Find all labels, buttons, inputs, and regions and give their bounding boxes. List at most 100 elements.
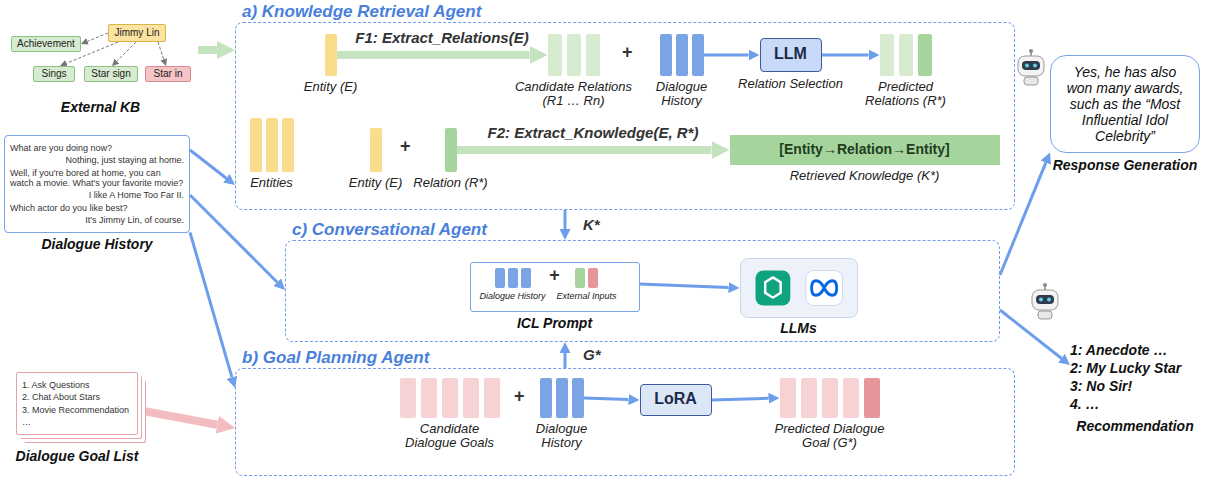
model-box: LLMRelation Selection	[760, 38, 822, 72]
connector-arrow	[1000, 163, 1046, 275]
embedding-bar	[880, 34, 894, 76]
caption-label: External KB	[61, 99, 140, 115]
caption-label: Predicted Dialogue Goal (G*)	[770, 422, 890, 452]
connector-arrow	[704, 54, 749, 57]
caption-label: ICL Prompt	[517, 315, 592, 331]
caption-label: Retrieved Knowledge (K*)	[790, 169, 940, 184]
embedding-bar	[822, 378, 838, 418]
node-label: [Entity→Relation→Entity]	[779, 141, 949, 157]
node-label: LoRA	[654, 390, 697, 408]
caption-label: Relation (R*)	[413, 176, 487, 191]
embedding-bar	[484, 378, 500, 418]
logo-tile	[755, 270, 790, 305]
plus-sign: +	[622, 42, 633, 63]
embedding-bar	[266, 118, 278, 172]
embedding-bar	[250, 118, 262, 172]
caption-label: LLMs	[780, 320, 817, 336]
embedding-bar	[325, 34, 337, 76]
caption-label: Entity (E)	[304, 80, 357, 95]
node-label: Sings	[41, 68, 66, 80]
embedding-bar	[445, 128, 457, 172]
node-label: Which actor do you like best?	[10, 203, 184, 213]
node-label: Yes, he has also won many awards, such a…	[1059, 64, 1191, 144]
embedding-bar	[495, 268, 505, 288]
embedding-bars: Predicted Dialogue Goal (G*)	[780, 378, 880, 418]
node-label: LLM	[774, 45, 807, 63]
embedding-bars: Dialogue History	[660, 34, 704, 76]
prompt-box: Dialogue History+External InputsICL Prom…	[470, 262, 640, 312]
cylinder-rim	[4, 14, 197, 23]
node-label: Well, if you're bored at home, you can w…	[10, 168, 184, 189]
caption-label: Entities	[250, 176, 293, 191]
connector-arrow	[87, 33, 108, 41]
caption-label: Dialogue History	[522, 422, 602, 452]
embedding-bar	[843, 378, 859, 418]
embedding-bar	[660, 34, 672, 76]
caption-label: Entity (E)	[349, 176, 402, 191]
plus-sign: +	[400, 136, 411, 157]
embedding-bars: Predicted Relations (R*)	[880, 34, 932, 76]
caption-label: Candidate Dialogue Goals	[400, 422, 500, 452]
connector-arrow	[190, 232, 232, 377]
edge-label: G*	[583, 346, 601, 363]
node-label: …	[22, 417, 31, 427]
node-label: 3. Movie Recommendation	[22, 405, 129, 415]
logo-mark	[811, 280, 836, 295]
embedding-bar	[567, 34, 581, 76]
entity-box: Star sign	[84, 66, 138, 82]
inner-label: +	[543, 265, 567, 286]
entity-box: Star in	[145, 66, 191, 82]
entity-box: Sings	[33, 66, 75, 82]
llm-box: LLMs	[740, 258, 858, 318]
region-title: c) Conversational Agent	[292, 220, 487, 240]
connector-arrow	[138, 410, 217, 425]
node-label: 2. Chat About Stars	[22, 392, 100, 402]
node-label: Achievement	[17, 38, 75, 50]
node-label: 4. …	[1070, 396, 1100, 412]
connector-arrow	[640, 284, 729, 288]
embedding-bar	[556, 378, 568, 418]
embedding-bar	[282, 118, 294, 172]
logo-tile	[805, 270, 842, 305]
embedding-bar	[588, 268, 598, 288]
dialogue-panel: What are you doing now?Nothing, just sta…	[4, 135, 190, 233]
embedding-bars: Relation (R*)	[445, 128, 457, 172]
embedding-bar	[421, 378, 437, 418]
embedding-bar	[572, 378, 584, 418]
connector-arrow	[564, 210, 567, 229]
plus-sign: +	[514, 386, 525, 407]
embedding-bar	[918, 34, 932, 76]
entity-box: Jimmy Lin	[108, 24, 166, 42]
caption-label: Dialogue Goal List	[16, 448, 139, 464]
robot-icon	[1032, 283, 1058, 319]
caption-label: Dialogue History	[41, 236, 152, 252]
node-label: 2: My Lucky Star	[1070, 360, 1181, 376]
edge-label: K*	[583, 216, 600, 233]
robot-icon	[1018, 49, 1044, 85]
model-logos	[741, 259, 857, 317]
connector-arrow	[712, 398, 769, 400]
entity-box: Achievement	[11, 36, 81, 52]
connector-arrow	[564, 353, 567, 368]
embedding-bar	[575, 268, 585, 288]
node-label: What are you doing now?	[10, 143, 184, 153]
caption-label: Candidate Relations (R1 … Rn)	[514, 80, 634, 110]
edge-label: F1: Extract_Relations(E)	[355, 29, 528, 46]
caption-label: Relation Selection	[738, 77, 843, 92]
connector-arrow	[457, 146, 712, 154]
embedding-bar	[370, 128, 382, 172]
node-label: Jimmy Lin	[114, 27, 159, 39]
embedding-bar	[899, 34, 913, 76]
agent-region: b) Goal Planning AgentCandidate Dialogue…	[235, 368, 1015, 476]
connector-arrow	[337, 51, 530, 59]
node-label: I like A Home Too Far II.	[10, 190, 184, 200]
recommendation-list: 1: Anecdote …2: My Lucky Star3: No Sir!4…	[1070, 340, 1200, 414]
embedding-bars: Dialogue History	[540, 378, 584, 418]
caption-label: Recommendation	[1076, 418, 1193, 434]
embedding-bars: Entity (E)	[370, 128, 382, 172]
node-label: Star sign	[91, 68, 130, 80]
connector-arrow	[822, 54, 869, 57]
knowledge-bar: [Entity→Relation→Entity]Retrieved Knowle…	[730, 135, 1000, 165]
region-title: b) Goal Planning Agent	[242, 348, 429, 368]
